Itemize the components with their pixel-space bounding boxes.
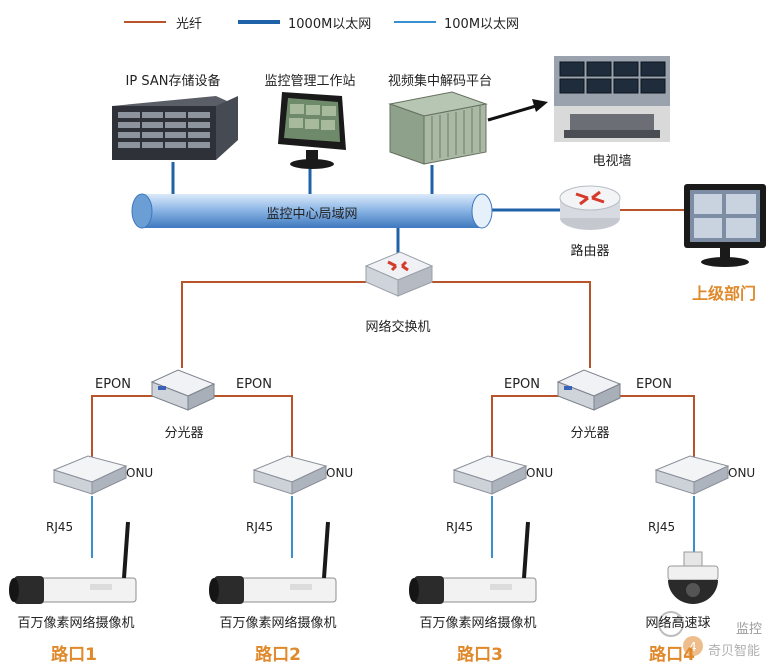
router-label: 路由器 (570, 244, 610, 259)
legend-fast-label: 100M以太网 (444, 17, 520, 32)
onu-icon (53, 455, 127, 495)
splitter-label: 分光器 (570, 426, 610, 441)
camera-icon (207, 520, 338, 606)
switch-icon (364, 251, 434, 297)
intersection-4-label: 路口4 (649, 645, 695, 665)
lan-label: 监控中心局域网 (266, 207, 358, 222)
splitter-icon (151, 369, 215, 411)
intersection-2-label: 路口2 (255, 645, 301, 665)
tv-wall-icon (554, 56, 670, 142)
legend-gigabit-label: 1000M以太网 (288, 17, 372, 32)
rj45-label: RJ45 (648, 520, 676, 534)
arrow-icon (487, 99, 548, 122)
epon-label: EPON (503, 377, 541, 392)
onu-icon (453, 455, 527, 495)
splitter-label: 分光器 (164, 426, 204, 441)
onu-label: ONU (126, 466, 154, 480)
svg-text:4: 4 (689, 640, 697, 654)
superior-monitor-icon (684, 184, 766, 267)
lan-pipe (131, 193, 493, 229)
camera-icon (7, 520, 138, 606)
switch-label: 网络交换机 (365, 320, 431, 335)
onu-label: ONU (526, 466, 554, 480)
rj45-label: RJ45 (46, 520, 74, 534)
watermark-logo-icon: 4 (658, 611, 703, 656)
onu-icon (253, 455, 327, 495)
superior-label: 上级部门 (691, 284, 757, 303)
camera-label: 百万像素网络摄像机 (219, 616, 337, 631)
watermark-brand: 奇贝智能 (708, 644, 761, 659)
splitter-icon (557, 369, 621, 411)
camera-icon (407, 520, 538, 606)
workstation-monitor-icon (278, 92, 346, 169)
rj45-label: RJ45 (446, 520, 474, 534)
decoder-label: 视频集中解码平台 (387, 74, 493, 89)
intersection-1-label: 路口1 (51, 645, 97, 665)
router-icon (559, 185, 621, 230)
camera-label: 百万像素网络摄像机 (419, 616, 537, 631)
decoder-platform-icon (388, 91, 488, 165)
storage-label: IP SAN存储设备 (125, 74, 221, 89)
intersection-3-label: 路口3 (457, 645, 503, 665)
onu-label: ONU (326, 466, 354, 480)
dome-label: 网络高速球 (645, 616, 711, 631)
storage-server-icon (112, 96, 238, 160)
onu-label: ONU (728, 466, 756, 480)
legend-fiber-label: 光纤 (176, 17, 203, 32)
camera-label: 百万像素网络摄像机 (17, 616, 135, 631)
tv-wall-label: 电视墙 (592, 154, 632, 169)
onu-icon (655, 455, 729, 495)
epon-label: EPON (94, 377, 132, 392)
dome-camera-icon (667, 551, 719, 604)
epon-label: EPON (235, 377, 273, 392)
watermark-text: 监控 (736, 622, 763, 637)
rj45-label: RJ45 (246, 520, 274, 534)
workstation-label: 监控管理工作站 (264, 74, 356, 89)
epon-label: EPON (635, 377, 673, 392)
